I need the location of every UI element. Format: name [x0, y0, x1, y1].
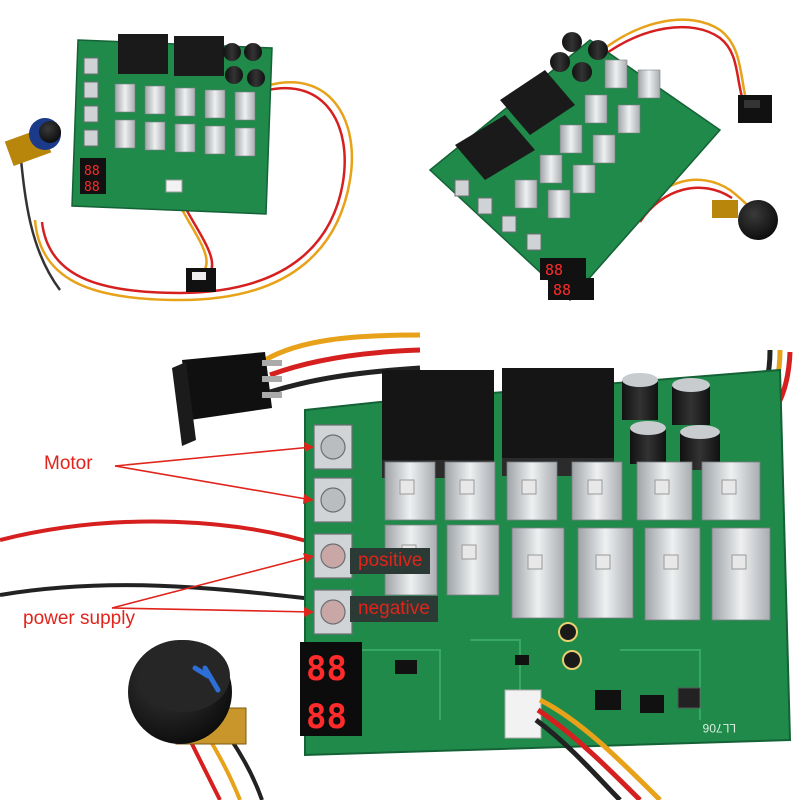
main-board: 88 88 LL706 — [0, 332, 793, 800]
positive-label: positive — [350, 548, 431, 574]
top-right-board: 88 88 — [428, 18, 778, 302]
negative-label: negative — [350, 596, 438, 622]
top-right-display-2: 88 — [553, 281, 571, 299]
display-top-value: 88 — [306, 649, 347, 689]
top-left-display-1: 88 — [84, 164, 100, 179]
power-supply-label: power supply — [23, 608, 135, 629]
motor-label: Motor — [44, 453, 93, 474]
display-bottom-value: 88 — [306, 697, 347, 737]
top-right-display-1: 88 — [545, 261, 563, 279]
top-left-display-2: 88 — [84, 180, 100, 195]
pcb-marking: LL706 — [702, 721, 736, 735]
top-left-board: 88 88 — [4, 34, 354, 302]
